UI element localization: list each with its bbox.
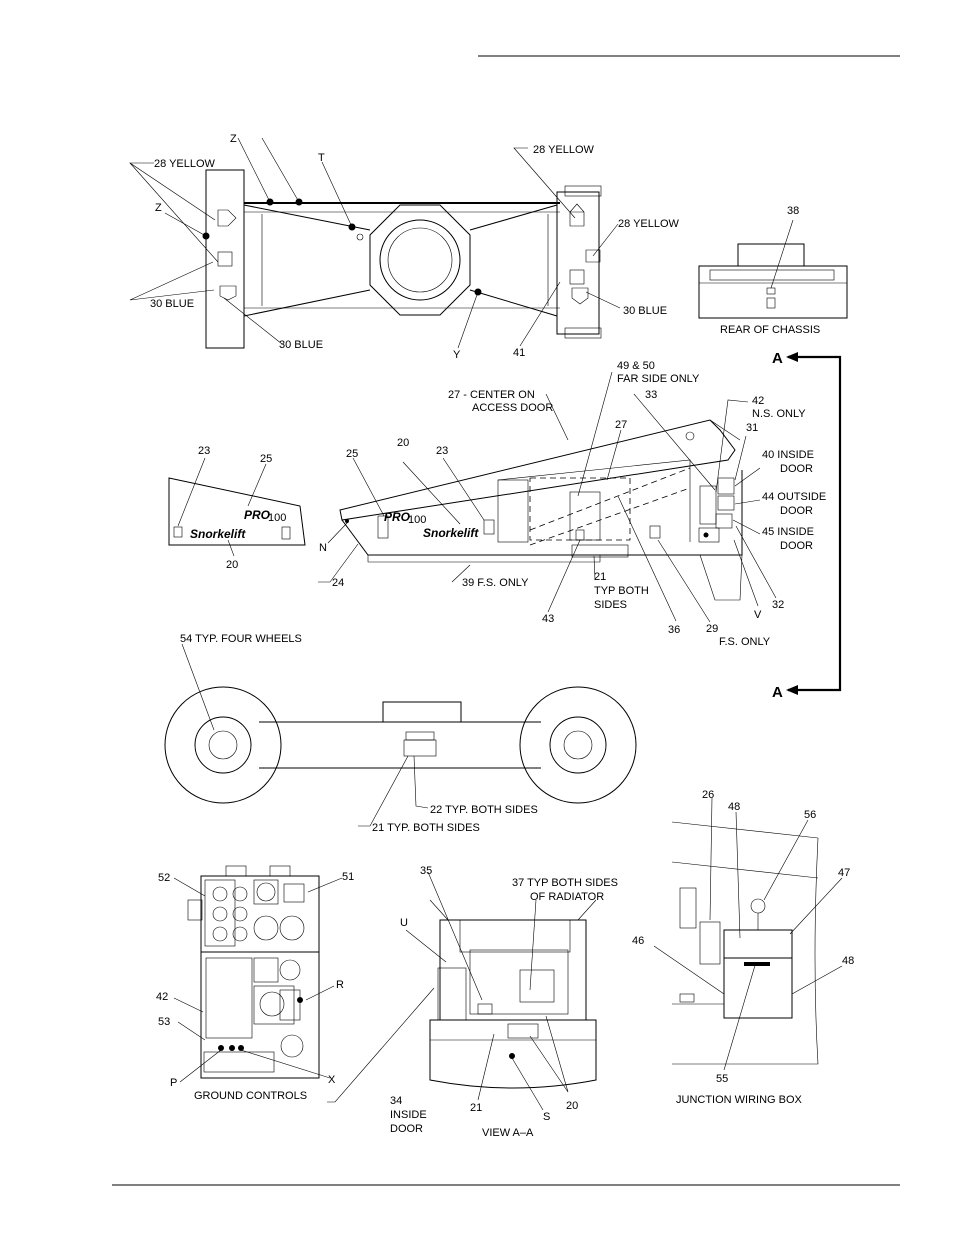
- junction-wiring-box: [653, 797, 843, 1071]
- decal-side-pro: PRO: [384, 510, 411, 524]
- label-33: 33: [645, 389, 657, 401]
- machine-side-view: [339, 419, 743, 601]
- label-x: X: [328, 1074, 336, 1086]
- label-42: 42: [752, 395, 764, 407]
- decal-panel-left: [168, 457, 306, 557]
- label-39: 39 F.S. ONLY: [462, 577, 529, 589]
- label-a-bottom: A: [772, 684, 783, 701]
- label-52: 52: [158, 872, 170, 884]
- label-27: 27: [615, 419, 627, 431]
- label-26: 26: [702, 789, 714, 801]
- label-40-inside: 40 INSIDE: [762, 449, 814, 461]
- label-28-yellow-left: 28 YELLOW: [154, 158, 216, 170]
- label-48-right: 48: [842, 955, 854, 967]
- decal-left-pro: PRO: [244, 508, 271, 522]
- side-view-leaders: [318, 371, 777, 623]
- label-door-34: DOOR: [390, 1123, 423, 1135]
- label-20-view: 20: [566, 1100, 578, 1112]
- decal-side-model: 100: [408, 514, 426, 526]
- label-v: V: [754, 609, 762, 621]
- label-21-typ: 21: [594, 571, 606, 583]
- label-p: P: [170, 1077, 177, 1089]
- label-51: 51: [342, 871, 354, 883]
- chassis-top-leaders: [129, 137, 621, 349]
- label-25-left: 25: [260, 453, 272, 465]
- label-44-outside: 44 OUTSIDE: [762, 491, 826, 503]
- label-typ-both: TYP BOTH: [594, 585, 649, 597]
- label-28-yellow-right: 28 YELLOW: [618, 218, 680, 230]
- label-32: 32: [772, 599, 784, 611]
- label-31: 31: [746, 422, 758, 434]
- label-t: T: [318, 152, 325, 164]
- label-25-mid: 25: [346, 448, 358, 460]
- label-45-inside: 45 INSIDE: [762, 526, 814, 538]
- label-47: 47: [838, 867, 850, 879]
- label-door-45: DOOR: [780, 540, 813, 552]
- label-n: N: [319, 542, 327, 554]
- label-30-blue-bottom: 30 BLUE: [279, 339, 323, 351]
- label-sides: SIDES: [594, 599, 627, 611]
- label-22: 22 TYP. BOTH SIDES: [430, 804, 538, 816]
- label-door-44: DOOR: [780, 505, 813, 517]
- label-fs-only: F.S. ONLY: [719, 636, 771, 648]
- label-30-blue-left: 30 BLUE: [150, 298, 194, 310]
- label-36: 36: [668, 624, 680, 636]
- label-23-mid: 23: [436, 445, 448, 457]
- label-inside: INSIDE: [390, 1109, 427, 1121]
- label-49-50: 49 & 50: [617, 360, 655, 372]
- rear-of-chassis-view: [698, 219, 848, 319]
- label-z-upper: Z: [230, 133, 237, 145]
- label-s: S: [543, 1111, 550, 1123]
- view-a-a: [405, 871, 597, 1111]
- label-a-top: A: [772, 350, 783, 367]
- label-35: 35: [420, 865, 432, 877]
- label-door-40: DOOR: [780, 463, 813, 475]
- label-21-both: 21 TYP. BOTH SIDES: [372, 822, 480, 834]
- label-56: 56: [804, 809, 816, 821]
- label-view-aa: VIEW A–A: [482, 1127, 534, 1139]
- label-access-door: ACCESS DOOR: [472, 402, 553, 414]
- label-46: 46: [632, 935, 644, 947]
- label-20-mid: 20: [397, 437, 409, 449]
- label-of-radiator: OF RADIATOR: [530, 891, 604, 903]
- label-48-top: 48: [728, 801, 740, 813]
- label-43: 43: [542, 613, 554, 625]
- label-rear-of-chassis: REAR OF CHASSIS: [720, 324, 820, 336]
- label-20-left: 20: [226, 559, 238, 571]
- label-28-yellow-right-top: 28 YELLOW: [533, 144, 595, 156]
- label-r: R: [336, 979, 344, 991]
- label-37: 37 TYP BOTH SIDES: [512, 877, 618, 889]
- decal-left-brand: Snorkelift: [190, 527, 246, 541]
- label-junction: JUNCTION WIRING BOX: [676, 1094, 803, 1106]
- label-30-blue-right: 30 BLUE: [623, 305, 667, 317]
- label-ground-controls: GROUND CONTROLS: [194, 1090, 307, 1102]
- label-u: U: [400, 917, 408, 929]
- label-42-gc: 42: [156, 991, 168, 1003]
- label-53: 53: [158, 1016, 170, 1028]
- label-38: 38: [787, 205, 799, 217]
- ground-controls-panel: [173, 865, 435, 1103]
- wheel-view: [164, 643, 637, 827]
- label-21-view: 21: [470, 1102, 482, 1114]
- label-z: Z: [155, 202, 162, 214]
- label-29: 29: [706, 623, 718, 635]
- label-23-left: 23: [198, 445, 210, 457]
- label-y: Y: [453, 349, 461, 361]
- label-24: 24: [332, 577, 344, 589]
- label-34: 34: [390, 1095, 402, 1107]
- chassis-top-view: [202, 169, 602, 349]
- label-54: 54 TYP. FOUR WHEELS: [180, 633, 302, 645]
- label-far-side-only: FAR SIDE ONLY: [617, 373, 700, 385]
- label-55: 55: [716, 1073, 728, 1085]
- label-ns-only: N.S. ONLY: [752, 408, 806, 420]
- decal-side-brand: Snorkelift: [423, 526, 479, 540]
- decal-left-model: 100: [268, 512, 286, 524]
- label-41: 41: [513, 347, 525, 359]
- label-27-center: 27 - CENTER ON: [448, 389, 535, 401]
- section-arrow-a-a: [786, 352, 842, 695]
